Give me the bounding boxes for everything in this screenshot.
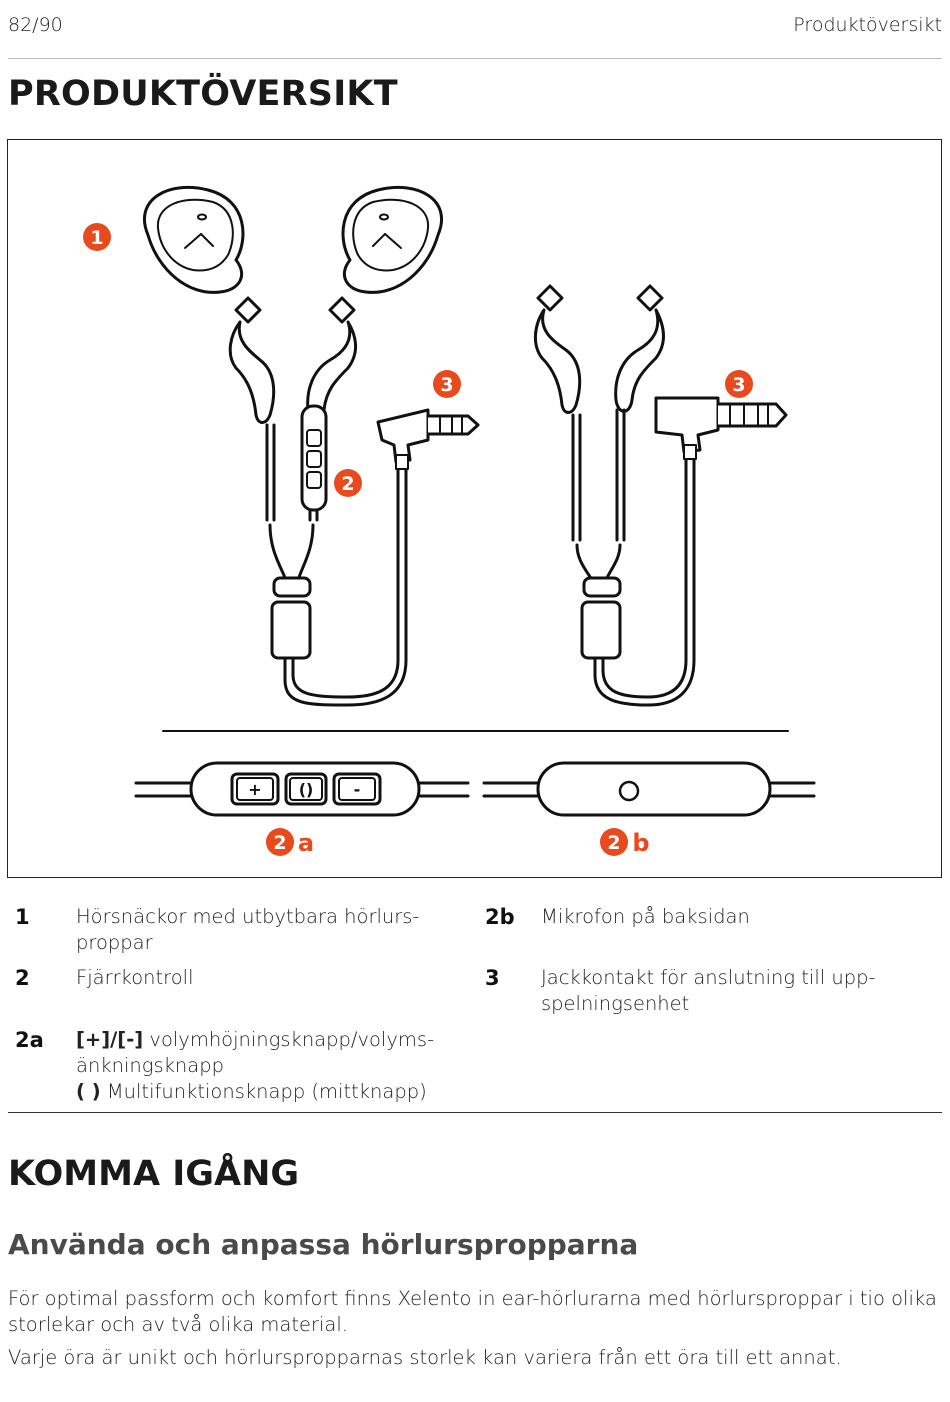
section-name: Produktöversikt [793,14,942,36]
callout-2a-number: 2 [273,832,286,854]
subsection-title: Använda och anpassa hörlurspropparna [8,1228,639,1261]
section-title: KOMMA IGÅNG [8,1154,300,1194]
legend-number: 2 [15,966,30,990]
page-title: PRODUKTÖVERSIKT [8,74,398,114]
callout-2b-letter: b [632,829,649,857]
right-earpiece-icon [341,185,443,294]
page-number: 82/90 [8,14,63,36]
legend-text: Mikrofon på baksidan [541,905,750,928]
legend-table: 1 Hörsnäckor med utbytbara hörlurs-propp… [8,898,942,1113]
remote-plus-label: + [248,780,261,799]
legend-text: Fjärrkontroll [76,966,194,989]
legend-number: 2b [485,905,515,929]
remote-front-icon [134,761,470,817]
earphone-illustration: + () - 1 3 3 2 2 a 2 b [83,185,816,857]
legend-volume-text: volymhöjningsknapp/volyms-änkningsknapp [76,1028,435,1077]
legend-bold-multi: ( ) [76,1080,101,1103]
page-header: 82/90 Produktöversikt [8,14,942,59]
legend-number: 3 [485,966,500,990]
legend-text: Hörsnäckor med utbytbara hörlurs-proppar [76,905,420,954]
legend-number: 2a [15,1028,44,1052]
remote-back-icon [482,761,816,817]
legend-text: [+]/[-] volymhöjningsknapp/volyms-änknin… [76,1027,456,1105]
legend-number: 1 [15,905,30,929]
callout-2b-number: 2 [607,832,620,854]
callout-3-left: 3 [440,374,453,396]
product-overview-figure: + () - 1 3 3 2 2 a 2 b [7,139,942,878]
legend-text: Jackkontakt för anslutning till upp-spel… [541,966,876,1015]
callout-3-right: 3 [732,374,745,396]
remote-minus-label: - [354,780,361,799]
callout-2: 2 [341,473,354,495]
legend-multi-text: Multifunktionsknapp (mittknapp) [100,1080,427,1103]
callout-markers: 1 3 3 2 2 a 2 b [83,223,753,857]
paragraph-fit: För optimal passform och komfort finns X… [8,1287,937,1336]
left-earpiece-icon [143,185,245,294]
paragraph-unique-ear: Varje öra är unikt och hörlurspropparnas… [8,1346,842,1369]
callout-2a-letter: a [298,829,314,857]
legend-bold-volume: [+]/[-] [76,1028,144,1051]
callout-1: 1 [90,227,103,249]
remote-center-label: () [299,780,314,799]
